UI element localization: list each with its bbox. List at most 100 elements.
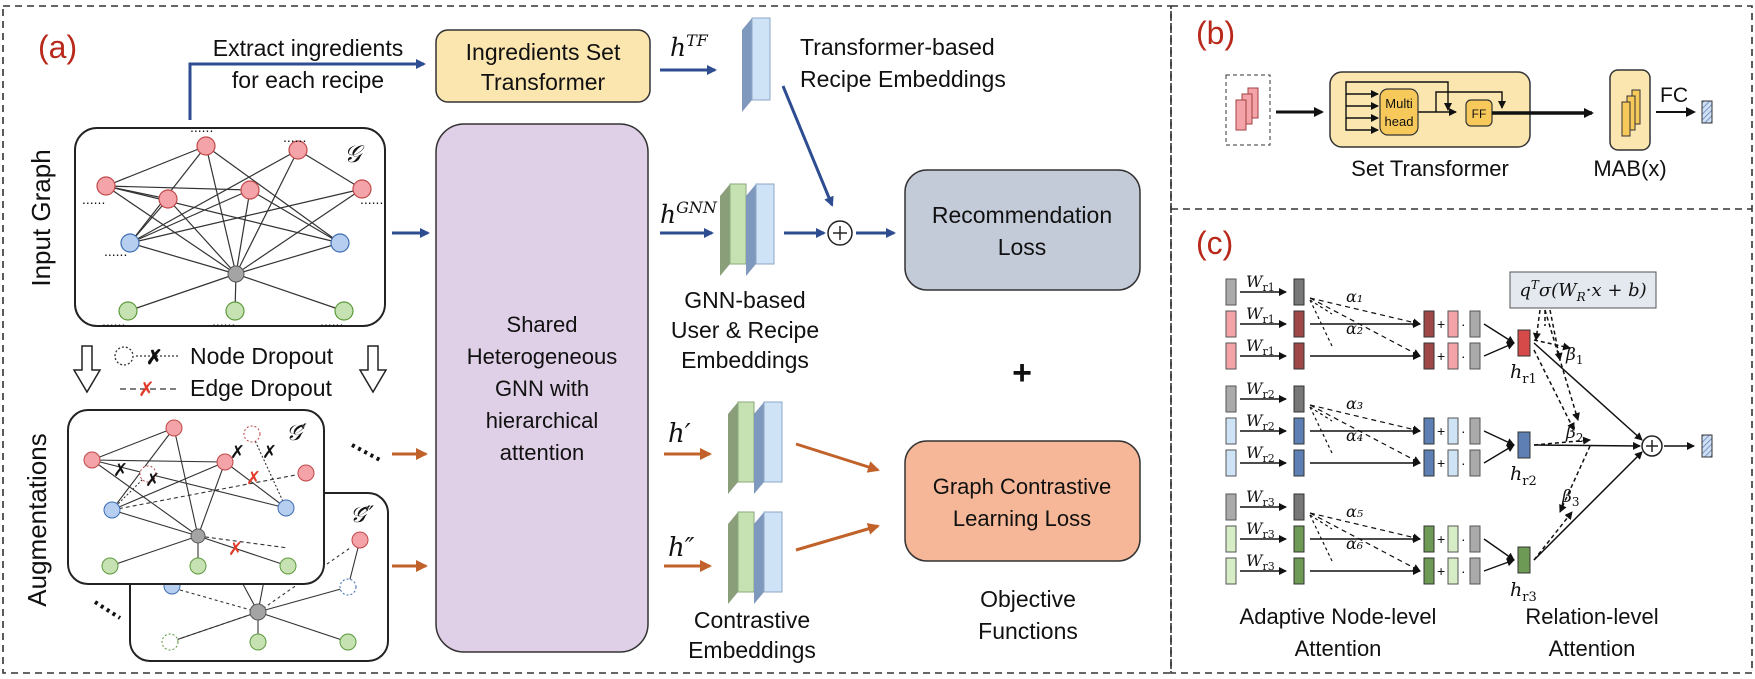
beta-3-label: β3 [1561,487,1579,509]
alpha-aux-3 [1309,406,1333,422]
input-set-dashed-box [1225,74,1271,146]
aug-graph-1-symbol: 𝒢̂′ [286,421,307,446]
input-graph-box [74,127,386,327]
down-arrow-right [358,345,388,394]
svg-text:......: ...... [283,129,306,145]
w-label-4: Wr2 [1246,379,1275,401]
input-graph-ingredient-nodes [118,301,354,321]
projected-node-1 [1293,278,1305,306]
svg-text:✗: ✗ [113,460,128,481]
agg-plus-3: + [1437,423,1445,439]
gnn-label-line4: hierarchical [486,408,599,433]
augmentation-ellipsis-marks [93,443,381,620]
panel-a-label: (a) [38,29,77,65]
input-set-stack [1235,87,1259,131]
agg-plus-1: + [1437,316,1445,332]
tf-emb-label-line2: Recipe Embeddings [800,66,1006,92]
projected-node-4 [1293,385,1305,413]
gnn-emb-label-line2: User & Recipe [671,317,819,343]
tf-to-sum-arrow [781,85,834,207]
extract-label-line1: Extract ingredients [213,35,403,61]
gcl-label-line1: Graph Contrastive [933,474,1112,499]
alpha-aux-4 [1309,406,1333,454]
relation-formula-box [1509,271,1657,309]
h-r1-label: hr1 [1510,361,1537,387]
agg-node-a-3 [1423,417,1435,445]
relation-attention-label-line2: Attention [1549,636,1636,661]
panel-c-label: (c) [1196,225,1233,261]
input-node-5 [1225,417,1237,445]
gnn-label-line3: GNN with [495,376,589,401]
agg-node-b-2 [1447,342,1459,370]
input-graph-network [105,145,363,312]
multihead-attention-box [1379,88,1419,136]
gnn-label-line1: Shared [507,312,578,337]
agg-node-c-2 [1469,342,1481,370]
agg-node-c-6 [1469,557,1481,585]
agg-node-a-4 [1423,449,1435,477]
to-relation-arrow-5 [1483,538,1515,561]
agg-node-a-6 [1423,557,1435,585]
svg-text:✗: ✗ [262,442,277,463]
augmentations-label: Augmentations [22,433,52,606]
to-relation-arrow-4 [1483,444,1515,464]
input-node-8 [1225,525,1237,553]
agg-node-b-4 [1447,449,1459,477]
w-label-9: Wr3 [1246,551,1275,573]
input-graph-label: Input Graph [26,149,56,286]
input-node-6 [1225,449,1237,477]
agg-node-b-5 [1447,525,1459,553]
gnn-label-line5: attention [500,440,584,465]
set-transformer-internal-arrows [1345,81,1506,134]
alpha-label-5: α₅ [1346,502,1364,521]
set-transformer-label: Set Transformer [1351,156,1509,181]
agg-dot-5: · [1461,531,1466,547]
relation-attention-arrows [1532,309,1643,561]
objective-plus: + [1012,354,1032,392]
down-arrow-left [72,345,102,394]
alpha-aux-6 [1309,514,1333,562]
projected-node-5 [1293,417,1305,445]
input-graph-user-nodes [120,233,350,253]
relation-attention-label-line1: Relation-level [1525,604,1658,629]
h-dprime-label: h″ [668,533,695,563]
beta-2-label: β2 [1565,423,1583,445]
to-relation-arrow-1 [1483,323,1515,344]
tf-emb-label-line1: Transformer-based [800,34,995,60]
input-graph-ellipses: ...... ...... ...... ...... ...... .....… [82,119,383,329]
ingredients-set-transformer-box [435,29,651,103]
objective-label-line1: Objective [980,586,1076,612]
aug-graph-2-hub-node [249,603,267,621]
contrastive-embedding-block-2 [728,511,783,604]
agg-node-c-3 [1469,417,1481,445]
extract-arrow [188,59,426,120]
agg-node-a-2 [1423,342,1435,370]
transformer-embedding-block [742,17,771,112]
fc-output-block [1701,100,1713,124]
svg-text:......: ...... [190,119,213,135]
agg-dot-1: · [1461,316,1466,332]
fc-label: FC [1660,84,1688,107]
alpha-aux-5 [1309,514,1333,530]
alpha-aux-2 [1309,299,1333,347]
h-gnn-label: hGNN [660,198,718,229]
sum-operator [827,220,853,246]
w-label-6: Wr2 [1246,443,1275,465]
panel-b-label: (b) [1196,15,1235,51]
gnn-emb-label-line3: Embeddings [681,347,809,373]
agg-node-a-1 [1423,310,1435,338]
w-label-1: Wr1 [1246,272,1275,294]
projected-node-7 [1293,493,1305,521]
alpha-arrow-2 [1309,297,1421,357]
relation-formula: qTσ(WR·x + b) [1519,278,1646,304]
multihead-label-line2: head [1385,114,1414,129]
input-node-1 [1225,278,1237,306]
agg-node-b-6 [1447,557,1459,585]
node-dropout-icon [114,346,134,366]
alpha-aux-1 [1309,299,1333,315]
node-dropout-label: Node Dropout [190,343,334,369]
svg-text:✗: ✗ [145,470,160,491]
agg-dot-3: · [1461,423,1466,439]
input-node-7 [1225,493,1237,521]
